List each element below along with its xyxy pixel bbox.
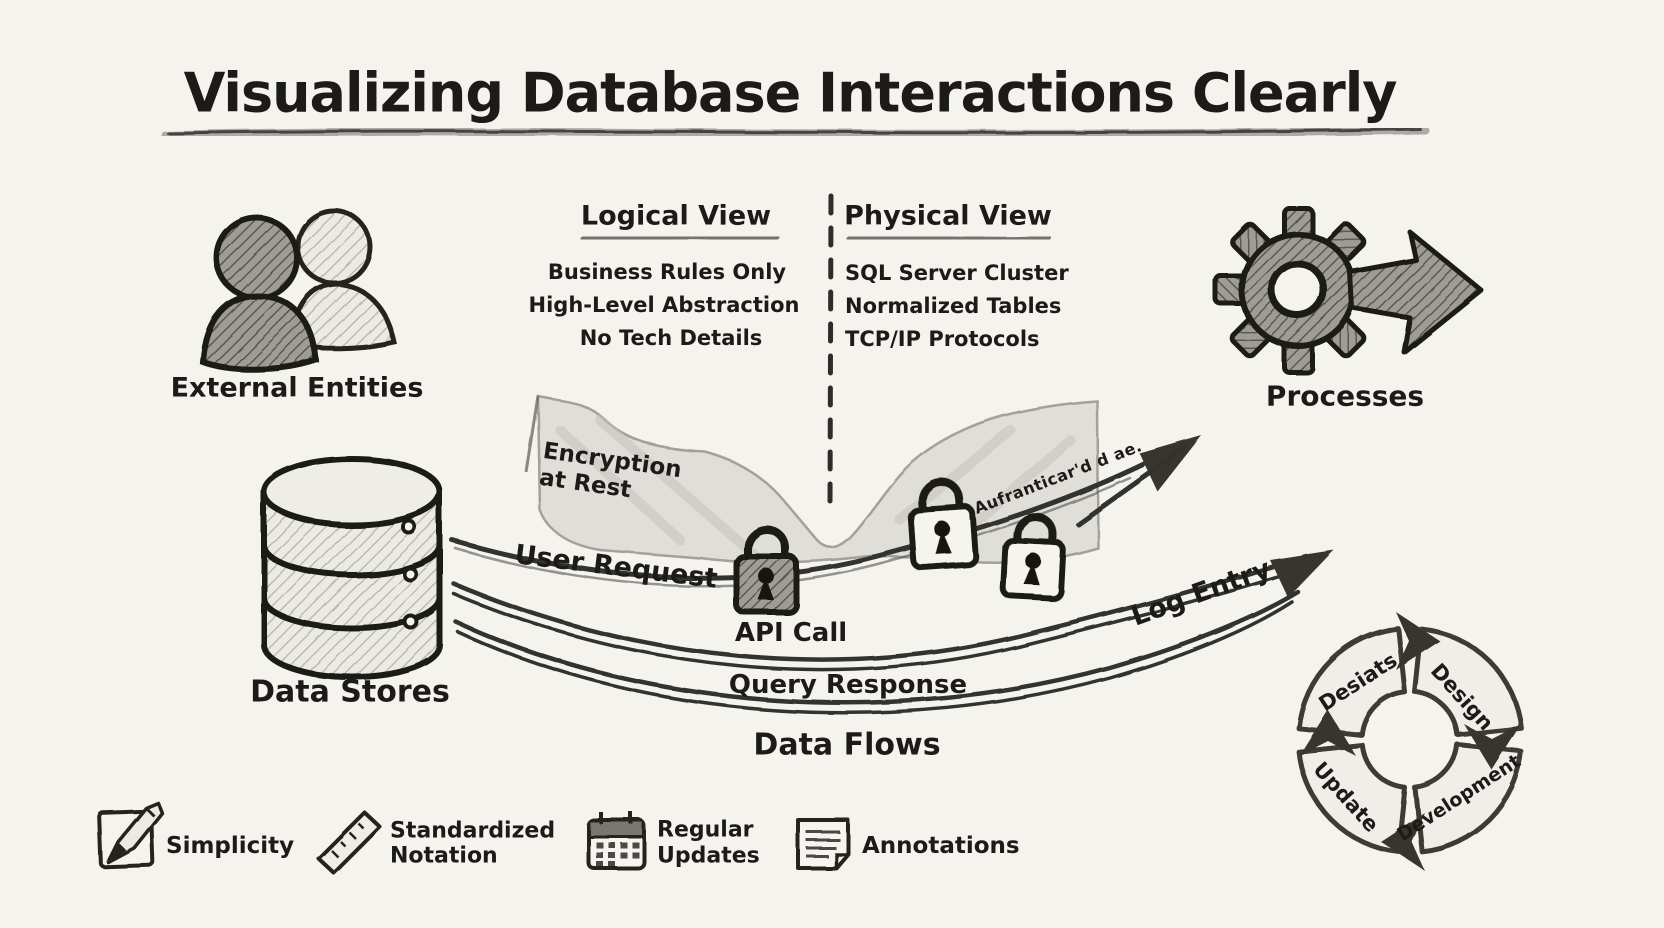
api-call-label: API Call [734, 618, 848, 648]
flow-arrow-user-request [449, 436, 1202, 588]
gear-arrow-icon [1213, 205, 1484, 375]
logical-view-item: High-Level Abstraction [528, 293, 800, 317]
ruler-icon [316, 810, 382, 875]
view-divider-dashed-line [827, 193, 834, 508]
data-flows-label: Data Flows [753, 727, 941, 763]
legend-simplicity-label: Simplicity [166, 833, 295, 859]
query-response-label: Query Response [728, 670, 968, 700]
legend-regular-updates-label: Regular [657, 817, 754, 843]
pencil-icon [97, 801, 164, 869]
physical-view-title: Physical View [844, 200, 1052, 232]
people-icon [199, 208, 397, 373]
flow-arrow-query-response [453, 589, 1301, 715]
legend-standardized-notation-label: Notation [390, 843, 498, 869]
physical-view-underline [846, 234, 1051, 242]
calendar-icon [586, 812, 646, 870]
legend-regular-updates-label: Updates [657, 843, 760, 869]
physical-view-item: Normalized Tables [845, 294, 1062, 318]
database-icon [261, 456, 443, 680]
physical-view-item: TCP/IP Protocols [845, 327, 1040, 351]
logical-view-underline [580, 234, 780, 242]
flow-arrow-api-call-log-entry [451, 550, 1334, 672]
logical-view-item: No Tech Details [579, 326, 763, 350]
page-title: Visualizing Database Interactions Clearl… [183, 61, 1398, 125]
padlock-icon [999, 512, 1066, 602]
logical-view-title: Logical View [580, 200, 772, 232]
data-stores-label: Data Stores [250, 674, 450, 710]
lifecycle-cycle-icon [1296, 612, 1524, 870]
logical-view-item: Business Rules Only [547, 260, 787, 284]
padlock-icon [907, 477, 979, 571]
title-underline [161, 126, 1429, 139]
legend-annotations-label: Annotations [862, 833, 1020, 859]
physical-view-item: SQL Server Cluster [845, 261, 1069, 285]
processes-label: Processes [1265, 379, 1425, 413]
legend-standardized-notation-label: Standardized [390, 818, 556, 844]
external-entities-label: External Entities [170, 372, 424, 404]
document-icon [796, 818, 850, 870]
padlock-dark-icon [733, 525, 799, 615]
